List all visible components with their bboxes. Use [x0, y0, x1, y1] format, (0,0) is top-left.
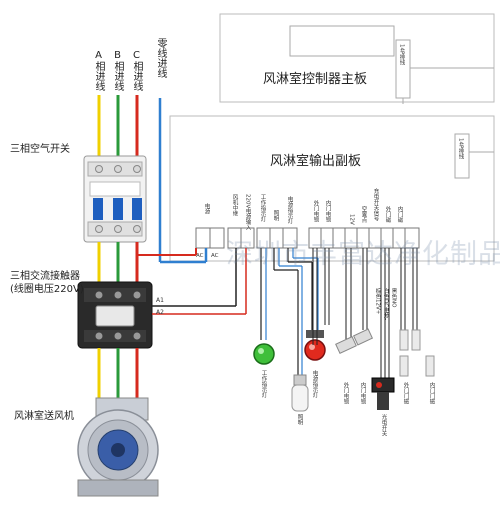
work-indicator-lamp: [253, 343, 275, 365]
lighting-bulb: [291, 374, 309, 412]
main-board-title: 风淋室控制器主板: [263, 72, 368, 87]
photo-switch-label: 光电开关: [380, 414, 387, 436]
phase-a-label: A相进线: [93, 50, 104, 91]
blower-fan: [77, 397, 159, 497]
inner-lock-label: 内门电锁: [359, 382, 366, 404]
outer-lock-label: 外门电锁: [342, 382, 349, 404]
ac-contactor: [77, 281, 153, 349]
terminal-inner-lock-label: 内门电锁: [324, 200, 331, 222]
sensor-pos-label: 棕色12V+: [374, 288, 381, 315]
photo-switch: [371, 377, 395, 410]
outer-door-magnet: [399, 329, 409, 377]
main-board-connector-label: 14P排线: [398, 44, 405, 66]
inner-mag-label: 内门门磁: [428, 382, 435, 404]
terminal-empty-label: 空置点: [360, 206, 367, 223]
three-phase-breaker: [83, 155, 147, 243]
inner-door-magnet: [411, 329, 435, 377]
terminal-outer-mag-label: 外门磁: [384, 206, 391, 223]
terminal-charge-label: 充电开关信号: [372, 188, 379, 221]
output-board-connector-label: 14P排线: [457, 138, 464, 160]
neutral-label: 零线进线: [155, 38, 166, 78]
wire-a2-label: A2: [156, 309, 164, 316]
terminal-ac1-label: AC: [196, 253, 204, 259]
terminal-220v-label: 220V电源输入: [244, 194, 251, 231]
terminal-fan-mid-label: 风机中继: [231, 194, 238, 216]
terminal-outer-lock-label: 外门电锁: [312, 200, 319, 222]
contactor-label-2: (线圈电压220V): [10, 284, 84, 295]
fan-label: 风淋室送风机: [14, 411, 74, 422]
phase-b-label: B相进线: [112, 50, 123, 91]
terminal-ac2-label: AC: [211, 253, 219, 259]
wire-a1-label: A1: [156, 297, 164, 304]
outer-mag-label: 外门门磁: [402, 382, 409, 404]
terminal-work-light-label: 工作指示灯: [259, 194, 266, 222]
output-board-title: 风淋室输出副板: [270, 154, 362, 169]
terminal-block-fan: [227, 227, 255, 249]
breaker-label: 三相空气开关: [10, 144, 70, 155]
sensor-sig-label: 黑色NO: [390, 288, 397, 308]
terminal-inner-mag-label: 内门磁: [396, 206, 403, 223]
inner-door-lock: [352, 328, 374, 346]
work-indicator-label: 工作指示灯: [260, 370, 267, 398]
lighting-label: 照明: [296, 414, 303, 425]
contactor-label-1: 三相交流接触器: [10, 271, 80, 282]
output-board-connector: [454, 133, 470, 179]
terminal-block-power: [195, 227, 225, 249]
power-indicator-label: 电源指示灯: [311, 370, 318, 398]
terminal-power-label: 电源: [203, 203, 210, 214]
company-watermark: 深圳市丰富达净化制品有限公司: [226, 239, 500, 270]
terminal-power-light-label: 电源指示灯: [286, 196, 293, 224]
outer-door-lock: [335, 336, 357, 354]
terminal-12v-label: 12V: [348, 214, 355, 225]
phase-c-label: C相进线: [131, 50, 142, 91]
power-indicator-lamp: [304, 330, 326, 361]
terminal-block-io: [308, 227, 420, 249]
main-board-inner: [289, 25, 395, 57]
sensor-neg-label: 白色DC电源-: [382, 288, 389, 321]
terminal-block-lights: [256, 227, 298, 249]
terminal-lighting-label: 照明: [272, 210, 279, 221]
